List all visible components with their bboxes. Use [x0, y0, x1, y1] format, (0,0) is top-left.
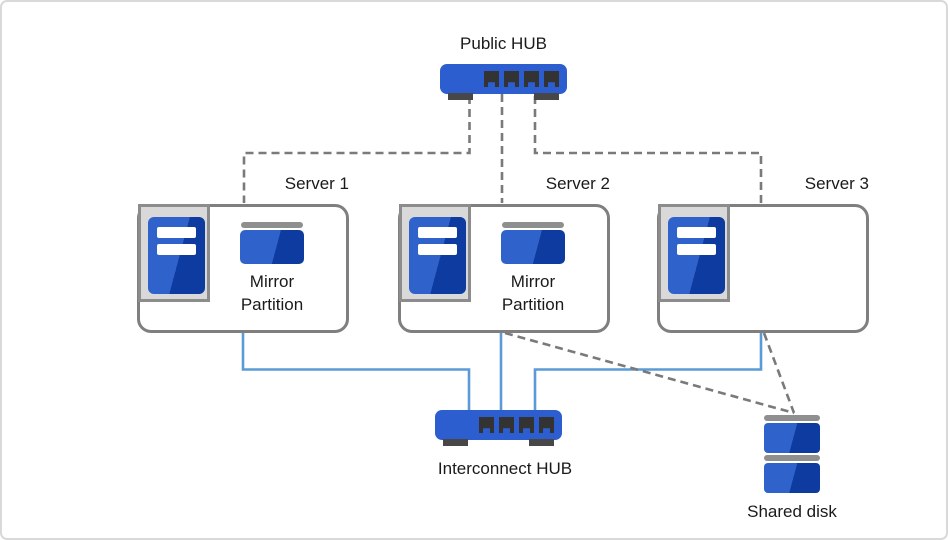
tower-slot: [677, 244, 716, 255]
server2-label: Server 2: [545, 174, 610, 193]
hub-foot: [529, 439, 554, 446]
mirror-partition-icon: Mirror Partition: [501, 222, 565, 314]
tower-chassis: [409, 217, 466, 294]
ethernet-port-icon: [504, 71, 519, 87]
shared-disk-label: Shared disk: [747, 502, 837, 521]
disk-cap: [764, 455, 820, 461]
ethernet-port-icon: [544, 71, 559, 87]
shared-disk-icon: [764, 415, 820, 495]
ethernet-port-icon: [479, 417, 494, 433]
ethernet-port-icon: [539, 417, 554, 433]
server-tower-icon: [399, 204, 471, 302]
server2-box: Server 2 Mirror Partition: [398, 174, 610, 333]
mirror-partition-label: Mirror Partition: [240, 272, 304, 314]
disk-cap: [241, 222, 303, 228]
disk-body: [764, 423, 820, 453]
tower-slot: [677, 227, 716, 238]
public-hub-icon: [440, 64, 567, 100]
tower-slot: [157, 244, 196, 255]
disk-cap: [764, 415, 820, 421]
interconnect-hub-label: Interconnect HUB: [437, 459, 573, 478]
interconnect-hub-icon: [435, 410, 562, 446]
server3-box: Server 3: [657, 174, 869, 333]
hub-port-row: [484, 71, 559, 87]
tower-slot: [418, 227, 457, 238]
wire-server3-shareddisk: [762, 332, 796, 414]
hub-chassis: [440, 64, 567, 94]
server-tower-icon: [138, 204, 210, 302]
server1-label: Server 1: [284, 174, 349, 193]
wire-server3-interconnect: [533, 332, 763, 411]
disk-body: [240, 230, 304, 264]
hub-chassis: [435, 410, 562, 440]
disk-body: [764, 463, 820, 493]
tower-slot: [157, 227, 196, 238]
mirror-partition-label: Mirror Partition: [501, 272, 565, 314]
server1-box: Server 1 Mirror Partition: [137, 174, 349, 333]
mirror-partition-icon: Mirror Partition: [240, 222, 304, 314]
hub-foot: [534, 93, 559, 100]
server3-label: Server 3: [804, 174, 869, 193]
ethernet-port-icon: [519, 417, 534, 433]
tower-slot: [418, 244, 457, 255]
server-tower-icon: [658, 204, 730, 302]
hub-foot: [443, 439, 468, 446]
disk-cap: [502, 222, 564, 228]
ethernet-port-icon: [499, 417, 514, 433]
wire-server2-shareddisk: [504, 331, 795, 415]
ethernet-port-icon: [484, 71, 499, 87]
wire-server1-interconnect: [241, 332, 471, 411]
disk-body: [501, 230, 565, 264]
tower-chassis: [148, 217, 205, 294]
tower-chassis: [668, 217, 725, 294]
ethernet-port-icon: [524, 71, 539, 87]
hub-foot: [448, 93, 473, 100]
hub-port-row: [479, 417, 554, 433]
public-hub-label: Public HUB: [460, 34, 547, 53]
